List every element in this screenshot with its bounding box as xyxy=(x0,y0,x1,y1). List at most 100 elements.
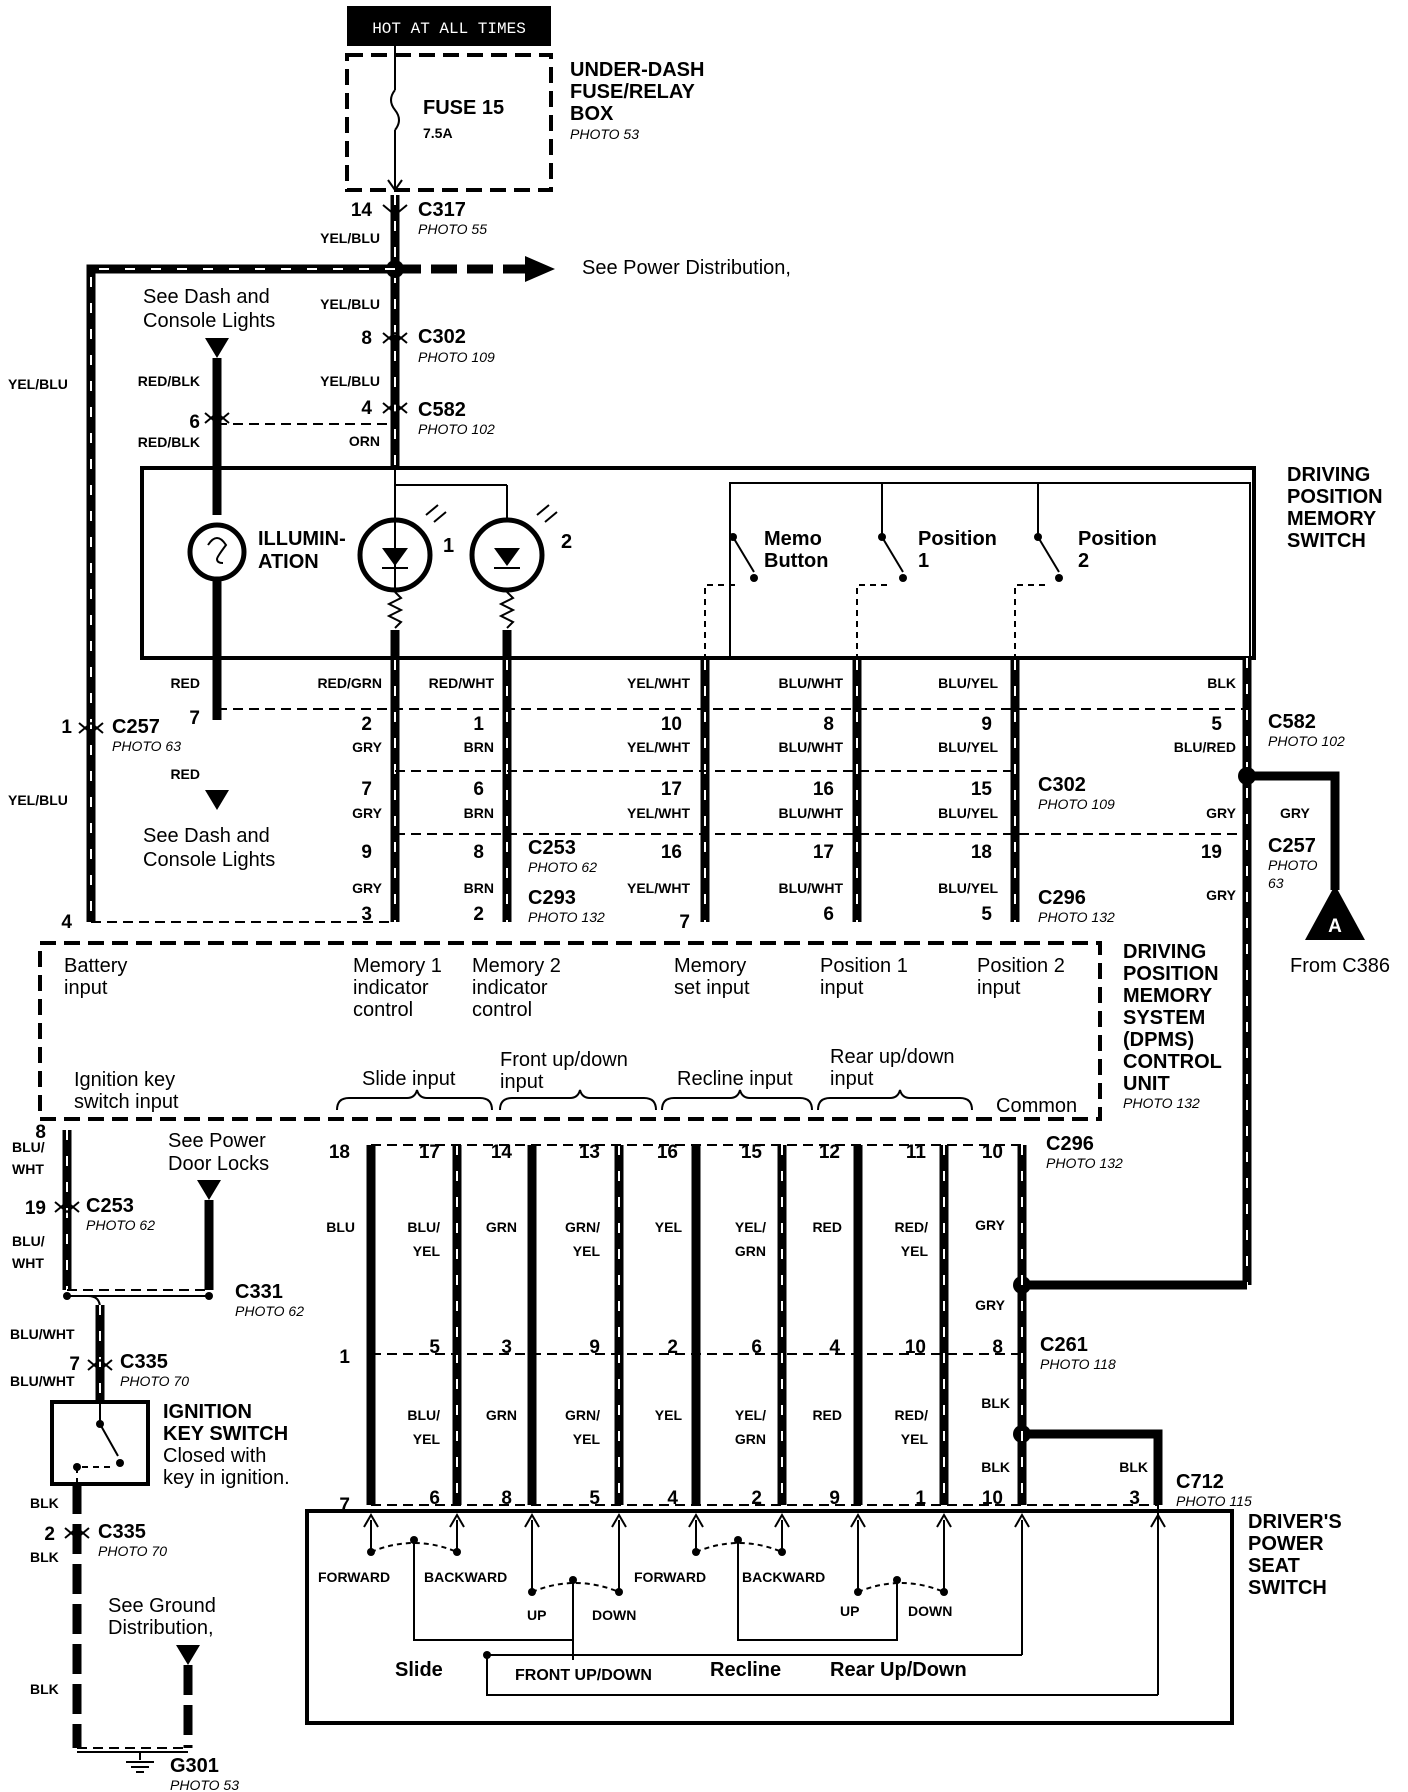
svg-text:3: 3 xyxy=(501,1337,512,1358)
svg-text:Rear up/down: Rear up/down xyxy=(830,1046,955,1068)
c302-row: 7 6 17 16 15 C302 PHOTO 109 GRY BRN YEL/… xyxy=(352,774,1236,821)
c712-row: 7 6 8 5 4 2 9 1 10 3 C712 PHOTO 115 xyxy=(339,1471,1252,1516)
svg-text:GRN: GRN xyxy=(486,1407,517,1423)
svg-text:PHOTO 132: PHOTO 132 xyxy=(1046,1155,1123,1171)
svg-text:PHOTO 53: PHOTO 53 xyxy=(170,1777,239,1792)
svg-text:IGNITION: IGNITION xyxy=(163,1401,252,1423)
svg-text:YEL: YEL xyxy=(901,1243,929,1259)
svg-text:BLU/WHT: BLU/WHT xyxy=(778,739,843,755)
svg-text:C317: C317 xyxy=(418,199,466,221)
svg-text:MEMORY: MEMORY xyxy=(1123,985,1213,1007)
svg-text:MEMORY: MEMORY xyxy=(1287,508,1377,530)
svg-text:UP: UP xyxy=(840,1603,859,1619)
svg-text:Memory 1: Memory 1 xyxy=(353,955,442,977)
svg-text:input: input xyxy=(830,1068,874,1090)
svg-text:BLK: BLK xyxy=(30,1495,59,1511)
svg-text:GRN/: GRN/ xyxy=(565,1219,600,1235)
svg-text:ATION: ATION xyxy=(258,551,319,573)
svg-text:GRY: GRY xyxy=(352,739,382,755)
svg-text:17: 17 xyxy=(661,779,682,800)
svg-text:SYSTEM: SYSTEM xyxy=(1123,1007,1205,1029)
svg-text:GRY: GRY xyxy=(975,1217,1005,1233)
svg-text:DRIVER'S: DRIVER'S xyxy=(1248,1511,1342,1533)
svg-text:input: input xyxy=(977,977,1021,999)
svg-text:4: 4 xyxy=(829,1337,840,1358)
fuse-label: FUSE 15 xyxy=(423,97,504,119)
svg-text:1: 1 xyxy=(61,717,72,738)
svg-text:C302: C302 xyxy=(418,326,466,348)
svg-text:RED: RED xyxy=(812,1219,842,1235)
see-dash-lights-top: See Dash and Console Lights RED/BLK 6 RE… xyxy=(138,286,275,468)
svg-text:3: 3 xyxy=(1129,1488,1140,1509)
svg-text:BLU/YEL: BLU/YEL xyxy=(938,880,998,896)
svg-text:GRY: GRY xyxy=(1206,887,1236,903)
ground-branch: BLK 2 C335 PHOTO 70 BLK BLK See Ground D… xyxy=(30,1484,239,1792)
svg-text:8: 8 xyxy=(992,1337,1003,1358)
svg-text:YEL/WHT: YEL/WHT xyxy=(627,805,690,821)
svg-text:YEL: YEL xyxy=(573,1243,601,1259)
svg-text:Memory: Memory xyxy=(674,955,746,977)
svg-text:POWER: POWER xyxy=(1248,1533,1324,1555)
svg-text:See Dash and: See Dash and xyxy=(143,825,270,847)
svg-text:18: 18 xyxy=(329,1142,350,1163)
svg-text:YEL/BLU: YEL/BLU xyxy=(320,373,380,389)
svg-text:See Power: See Power xyxy=(168,1130,266,1152)
svg-text:PHOTO 118: PHOTO 118 xyxy=(1040,1356,1116,1372)
svg-text:YEL/BLU: YEL/BLU xyxy=(8,376,68,392)
svg-text:C296: C296 xyxy=(1038,887,1086,909)
svg-text:BLU/: BLU/ xyxy=(12,1233,45,1249)
c261-row: 1 5 3 9 2 6 4 10 8 C261 PHOTO 118 BLU/ Y… xyxy=(339,1334,1148,1475)
svg-text:YEL/BLU: YEL/BLU xyxy=(320,296,380,312)
svg-text:8: 8 xyxy=(361,328,372,349)
svg-text:BLU/RED: BLU/RED xyxy=(1174,739,1236,755)
svg-text:2: 2 xyxy=(667,1337,678,1358)
svg-text:Front up/down: Front up/down xyxy=(500,1049,628,1071)
svg-text:C257: C257 xyxy=(1268,835,1316,857)
svg-text:16: 16 xyxy=(661,842,682,863)
svg-text:GRN: GRN xyxy=(486,1219,517,1235)
svg-text:Recline input: Recline input xyxy=(677,1068,793,1090)
c296-lower-row: 18 17 14 13 16 15 12 11 10 C296 PHOTO 13… xyxy=(326,1133,1123,1313)
svg-text:Recline: Recline xyxy=(710,1659,781,1681)
svg-text:indicator: indicator xyxy=(353,977,429,999)
svg-text:From C386: From C386 xyxy=(1290,955,1390,977)
svg-text:RED: RED xyxy=(170,766,200,782)
svg-text:PHOTO 109: PHOTO 109 xyxy=(1038,796,1115,812)
svg-text:8: 8 xyxy=(35,1122,46,1143)
c253-row: 9 8 C253 PHOTO 62 16 17 18 19 C257 PHOTO… xyxy=(352,835,1317,903)
svg-text:C261: C261 xyxy=(1040,1334,1088,1356)
svg-text:SWITCH: SWITCH xyxy=(1248,1577,1327,1599)
svg-text:YEL: YEL xyxy=(413,1431,441,1447)
svg-text:2: 2 xyxy=(751,1488,762,1509)
svg-text:GRN: GRN xyxy=(735,1431,766,1447)
svg-text:10: 10 xyxy=(905,1337,926,1358)
svg-text:8: 8 xyxy=(473,842,484,863)
svg-text:C253: C253 xyxy=(86,1195,134,1217)
svg-text:4: 4 xyxy=(61,912,72,933)
svg-text:10: 10 xyxy=(661,714,682,735)
svg-text:BRN: BRN xyxy=(464,739,494,755)
svg-text:See Power Distribution,: See Power Distribution, xyxy=(582,257,791,279)
seat-harness-wires xyxy=(366,1145,1247,1522)
svg-text:input: input xyxy=(64,977,108,999)
svg-text:GRY: GRY xyxy=(352,805,382,821)
svg-text:HOT AT ALL TIMES: HOT AT ALL TIMES xyxy=(372,20,526,38)
svg-text:9: 9 xyxy=(589,1337,600,1358)
svg-text:YEL/WHT: YEL/WHT xyxy=(627,880,690,896)
svg-text:2: 2 xyxy=(561,531,572,553)
svg-text:WHT: WHT xyxy=(12,1255,44,1271)
svg-text:8: 8 xyxy=(501,1488,512,1509)
svg-text:SWITCH: SWITCH xyxy=(1287,530,1366,552)
svg-text:switch input: switch input xyxy=(74,1091,179,1113)
svg-text:9: 9 xyxy=(829,1488,840,1509)
main-power-trunk: See Power Distribution, xyxy=(86,195,791,923)
svg-text:2: 2 xyxy=(44,1524,55,1545)
svg-text:GRY: GRY xyxy=(1206,805,1236,821)
svg-text:19: 19 xyxy=(1201,842,1222,863)
svg-text:Rear Up/Down: Rear Up/Down xyxy=(830,1659,967,1681)
svg-text:14: 14 xyxy=(491,1142,513,1163)
position2-switch: Position 2 xyxy=(1014,483,1157,660)
from-c386-branch: GRY A From C386 xyxy=(1238,767,1390,977)
svg-text:See Dash and: See Dash and xyxy=(143,286,270,308)
